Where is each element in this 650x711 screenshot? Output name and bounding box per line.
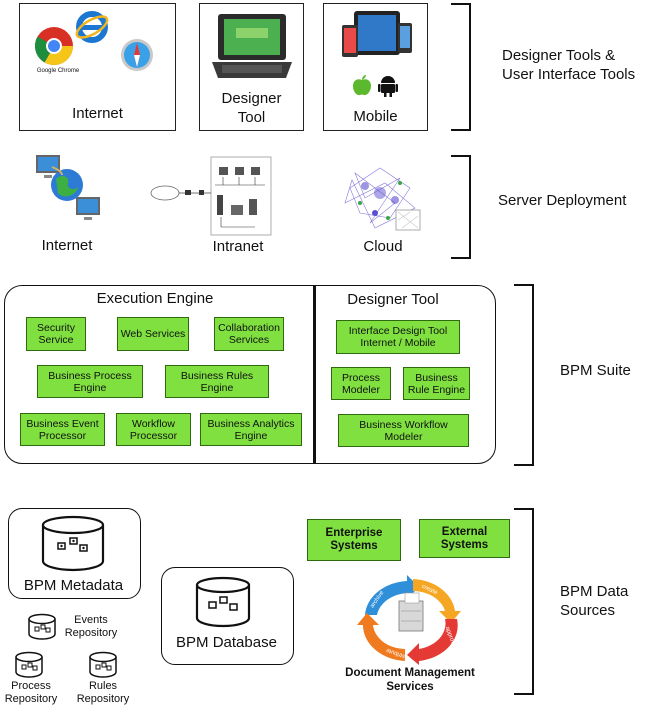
- chrome-icon: [34, 27, 74, 66]
- web-services-box: Web Services: [117, 317, 189, 351]
- apple-icon: [353, 75, 371, 96]
- bpm-metadata-db-icon: [41, 515, 105, 572]
- designer-tools-brace-label: Designer Tools & User Interface Tools: [502, 47, 636, 83]
- rules-repository-db-icon: [89, 651, 117, 678]
- process-repository-db-icon: [15, 651, 43, 678]
- document-cycle-icon: archive create approve distribute: [357, 575, 461, 665]
- brace-bpm-suite: [514, 284, 534, 466]
- mobile-tool-label: Mobile: [353, 108, 398, 125]
- deployment-cloud-label: Cloud: [363, 238, 403, 255]
- chrome-caption: Google Chrome: [36, 68, 80, 74]
- bpm-suite-brace-label: BPM Suite: [560, 362, 631, 379]
- external-systems-box: External Systems: [419, 519, 510, 558]
- business-event-processor-box: Business Event Processor: [20, 413, 105, 446]
- designer-tool-label: Designer Tool: [221, 90, 282, 126]
- business-process-engine-box: Business Process Engine: [37, 365, 143, 398]
- mobile-tool-card: Mobile: [323, 3, 428, 131]
- safari-icon: [121, 39, 153, 71]
- rules-repository-label: Rules Repository: [76, 680, 130, 705]
- execution-engine-title: Execution Engine: [96, 290, 214, 307]
- process-repository-label: Process Repository: [4, 680, 58, 705]
- bpm-database-label: BPM Database: [176, 634, 277, 651]
- tablet-phone-icon: [342, 11, 412, 57]
- internet-tool-card: Google Chrome Internet: [19, 3, 176, 131]
- business-rule-engine-box: Business Rule Engine: [403, 367, 470, 400]
- events-repository-label: Events Repository: [64, 614, 118, 639]
- brace-data-sources: [514, 508, 534, 695]
- brace-server-deployment: [451, 155, 471, 259]
- business-analytics-engine-box: Business Analytics Engine: [200, 413, 302, 446]
- security-service-box: Security Service: [26, 317, 86, 351]
- process-modeler-box: Process Modeler: [331, 367, 391, 400]
- bpm-database-db-icon: [195, 576, 251, 628]
- server-deployment-brace-label: Server Deployment: [498, 192, 627, 209]
- android-icon: [378, 76, 398, 97]
- collaboration-services-box: Collaboration Services: [214, 317, 284, 351]
- interface-design-tool-box: Interface Design Tool Internet / Mobile: [336, 320, 460, 354]
- suite-divider: [313, 286, 316, 463]
- cloud-network-icon: [344, 167, 421, 231]
- bpm-metadata-label: BPM Metadata: [23, 577, 124, 594]
- laptop-icon: [212, 14, 292, 78]
- deployment-intranet-label: Intranet: [212, 238, 264, 255]
- ie-icon: [75, 11, 109, 43]
- intranet-diagram-icon: [150, 156, 272, 236]
- designer-tool-card: Designer Tool: [199, 3, 304, 131]
- data-sources-brace-label: BPM Data Sources: [560, 583, 629, 619]
- business-workflow-modeler-box: Business Workflow Modeler: [338, 414, 469, 447]
- business-rules-engine-box: Business Rules Engine: [165, 365, 269, 398]
- events-repository-db-icon: [28, 613, 56, 640]
- designer-panel-title: Designer Tool: [347, 291, 439, 308]
- enterprise-systems-box: Enterprise Systems: [307, 519, 401, 561]
- brace-designer-tools: [451, 3, 471, 131]
- internet-network-icon: [36, 155, 100, 220]
- internet-tool-label: Internet: [72, 105, 123, 122]
- workflow-processor-box: Workflow Processor: [116, 413, 191, 446]
- deployment-internet-label: Internet: [41, 237, 93, 254]
- document-management-label: Document Management Services: [345, 667, 475, 693]
